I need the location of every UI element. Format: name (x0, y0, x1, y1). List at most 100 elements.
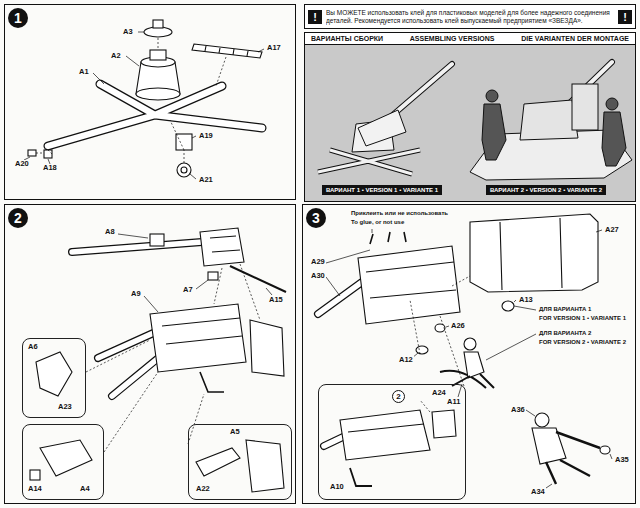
gun-barrel-assembly (210, 236, 240, 252)
gun-barrel-assembly (30, 228, 286, 492)
version-1-gun (358, 110, 406, 146)
panel-heading: ВАРИАНТЫ СБОРКИ (311, 35, 383, 42)
gun-cross-base (44, 150, 52, 158)
versions-ground (305, 44, 635, 201)
gun-barrel-assembly (200, 372, 224, 392)
gun-barrel-assembly (150, 234, 164, 246)
gun-with-shield (340, 410, 430, 460)
leader-lines (526, 410, 535, 416)
leader-lines (192, 136, 196, 138)
gun-cross-base (181, 167, 187, 173)
part-number: A21 (198, 176, 214, 184)
gun-cross-base (153, 20, 163, 28)
assembly-guide-lines (36, 148, 52, 154)
gun-with-shield (600, 446, 610, 454)
assembly-guide-lines (188, 394, 204, 444)
leader-lines (326, 229, 612, 488)
inset-node: A14A4 (22, 424, 104, 500)
version-2-diorama (572, 84, 598, 130)
warning-note: Вы МОЖЕТЕ использовать клей для пластико… (326, 9, 614, 25)
gun-with-shield (464, 338, 476, 350)
gun-barrel-assembly (150, 304, 246, 372)
version-2-diorama (486, 90, 498, 102)
step-number: 3 (306, 208, 326, 228)
inset-node: A6A23 (22, 338, 86, 418)
panel-heading: ASSEMBLING VERSIONS (410, 35, 495, 42)
leader-lines (546, 484, 552, 488)
note-text: To glue, or not use (350, 219, 405, 225)
panel-header: ВАРИАНТЫ СБОРКИ ASSEMBLING VERSIONS DIE VA… (305, 33, 635, 45)
part-number: A15 (268, 296, 284, 304)
version-2-diorama (606, 98, 618, 110)
gun-barrel-assembly (250, 320, 284, 376)
leader-lines (138, 32, 144, 33)
leader-lines (93, 73, 104, 84)
gun-cross-base (136, 88, 180, 100)
gun-cross-base (176, 134, 192, 150)
gun-barrel-assembly (208, 272, 218, 280)
gun-with-shield (432, 410, 456, 438)
part-number: A9 (130, 290, 142, 298)
version-1-gun (318, 150, 420, 174)
note-text: FOR VERSION 2 • VARIANTE 2 (538, 339, 627, 345)
leader-lines (118, 234, 272, 312)
assembly-guide-lines (452, 276, 470, 286)
part-number: A7 (182, 286, 194, 294)
leader-lines (266, 288, 272, 295)
version-2-diorama (470, 84, 632, 180)
part-number: A13 (518, 296, 534, 304)
gun-cross-base (28, 20, 262, 177)
warn-node: ! Вы МОЖЕТЕ использовать клей для пластик… (304, 4, 636, 29)
panel-node: 3A24A102 (302, 204, 636, 504)
leader-lines (610, 454, 612, 459)
band-node: ВАРИАНТ 1 • VERSION 1 • VARIANTE 1 (322, 185, 442, 195)
gun-barrel-assembly (196, 448, 240, 476)
leader-lines (118, 234, 148, 238)
note-text: Приклеить или не использовать (350, 210, 449, 216)
assembly-guide-lines (410, 276, 470, 412)
gun-with-shield (348, 424, 424, 432)
band-node: ВАРИАНТ 2 • VERSION 2 • VARIANTE 2 (486, 185, 606, 195)
part-number: A26 (450, 322, 466, 330)
gun-with-shield (350, 468, 372, 486)
part-number: A36 (510, 406, 526, 414)
gun-cross-base (192, 44, 262, 58)
leader-lines (596, 230, 602, 232)
assembly-guide-lines (420, 400, 430, 412)
gun-cross-base (205, 46, 248, 56)
gun-with-shield (470, 214, 598, 292)
leader-lines (24, 32, 264, 179)
gun-barrel-assembly (36, 352, 72, 396)
assembly-guide-lines (36, 38, 226, 163)
part-number: A8 (104, 228, 116, 236)
version-label: ВАРИАНТ 2 • VERSION 2 • VARIANTE 2 (490, 187, 602, 193)
version-2-diorama (482, 104, 506, 160)
gun-with-shield (500, 218, 562, 290)
version-1-gun (318, 150, 420, 174)
assembly-guide-lines (410, 300, 420, 354)
version-2-diorama (520, 100, 578, 140)
leader-lines (326, 277, 340, 296)
assembly-guide-lines (214, 268, 222, 304)
part-number: A22 (195, 485, 211, 493)
assembly-guide-lines (104, 372, 158, 452)
part-number: A19 (198, 132, 214, 140)
part-number: A4 (79, 485, 91, 493)
leader-lines (326, 250, 370, 263)
part-number: A30 (310, 272, 326, 280)
note-text: FOR VERSION 1 • VARIANTE 1 (538, 315, 627, 321)
warning-mark: ! (618, 10, 632, 24)
assembly-guide-lines (240, 264, 260, 320)
part-number: A35 (614, 456, 630, 464)
gun-with-shield (370, 232, 406, 244)
step-reference: 2 (396, 392, 400, 401)
inset-node: A24A102 (318, 384, 466, 500)
part-number: A6 (27, 343, 39, 351)
part-number: A18 (42, 164, 58, 172)
gun-with-shield (358, 246, 460, 324)
gun-with-shield (502, 301, 514, 311)
panel-node: 2A6A23A14A4A22A5 (4, 204, 296, 504)
inset-node: A22A5 (188, 424, 292, 500)
part-number: A10 (329, 483, 345, 491)
panel-heading: DIE VARIANTEN DER MONTAGE (521, 35, 629, 42)
